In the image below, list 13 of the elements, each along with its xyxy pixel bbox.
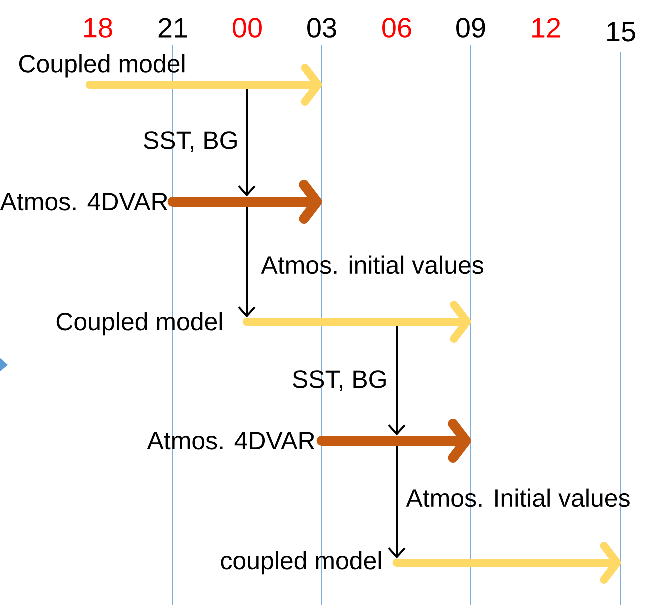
arrow <box>238 89 256 197</box>
time-label: 06 <box>382 18 412 38</box>
edge-label: Atmos. Initial values <box>406 488 630 508</box>
arrow <box>388 326 406 436</box>
edge-label: SST, BG <box>293 370 386 392</box>
time-label: 15 <box>608 22 636 42</box>
arrow <box>388 446 406 559</box>
edge-label: Atmos. initial values <box>261 256 484 274</box>
time-label: 09 <box>456 18 486 38</box>
time-label: 03 <box>308 18 336 38</box>
time-label: 12 <box>532 18 560 38</box>
edge-label: SST, BG <box>144 132 237 152</box>
arrow <box>238 207 256 318</box>
